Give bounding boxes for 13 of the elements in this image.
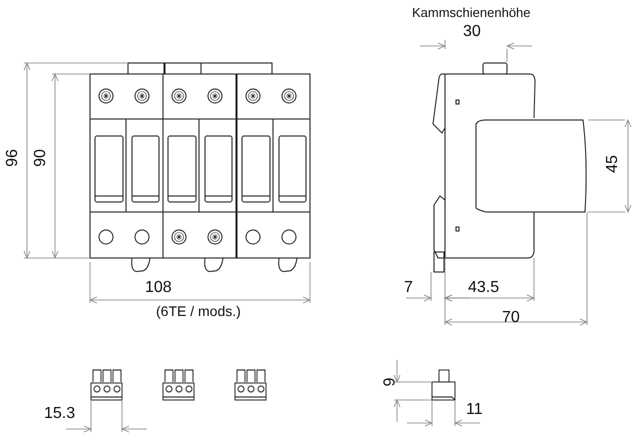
dimension-label: 9 bbox=[382, 378, 398, 386]
dimension-label: 90 bbox=[32, 149, 49, 167]
dimension-label: 7 bbox=[404, 280, 413, 296]
dimension-label: (6TE / mods.) bbox=[156, 304, 241, 318]
dimension-label: 45 bbox=[604, 155, 621, 173]
dimension-label: 70 bbox=[502, 310, 520, 326]
dimension-label: Kammschienenhöhe bbox=[412, 6, 531, 19]
dimension-label: 43.5 bbox=[468, 280, 500, 296]
dimension-label: 108 bbox=[145, 280, 172, 296]
dimension-label: 11 bbox=[466, 402, 483, 418]
dimension-label: 96 bbox=[4, 149, 21, 167]
dimension-label: 30 bbox=[463, 24, 481, 40]
dimension-label: 15.3 bbox=[44, 406, 76, 422]
